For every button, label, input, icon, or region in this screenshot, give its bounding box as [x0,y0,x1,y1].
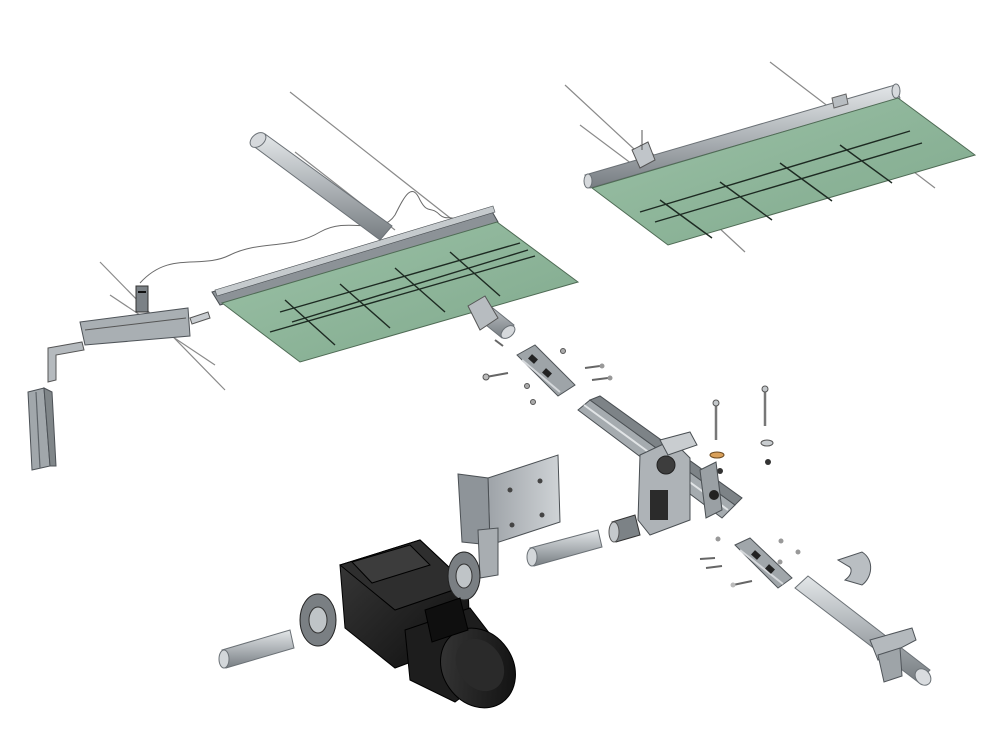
support-post [27,387,57,471]
torque-tube-lower [794,575,932,686]
gear-motor [299,539,516,709]
drive-shaft [218,514,641,669]
solar-panel-left [211,205,580,363]
pivot-bearing-housing [637,431,723,536]
solar-panel-right [583,83,977,246]
tube-coupling [516,344,576,397]
mounting-plate [457,454,561,579]
mounting-bracket-left [47,285,211,383]
tube-coupling-lower [734,537,793,589]
end-clamp [836,551,872,586]
fastener-bolts [482,339,801,588]
